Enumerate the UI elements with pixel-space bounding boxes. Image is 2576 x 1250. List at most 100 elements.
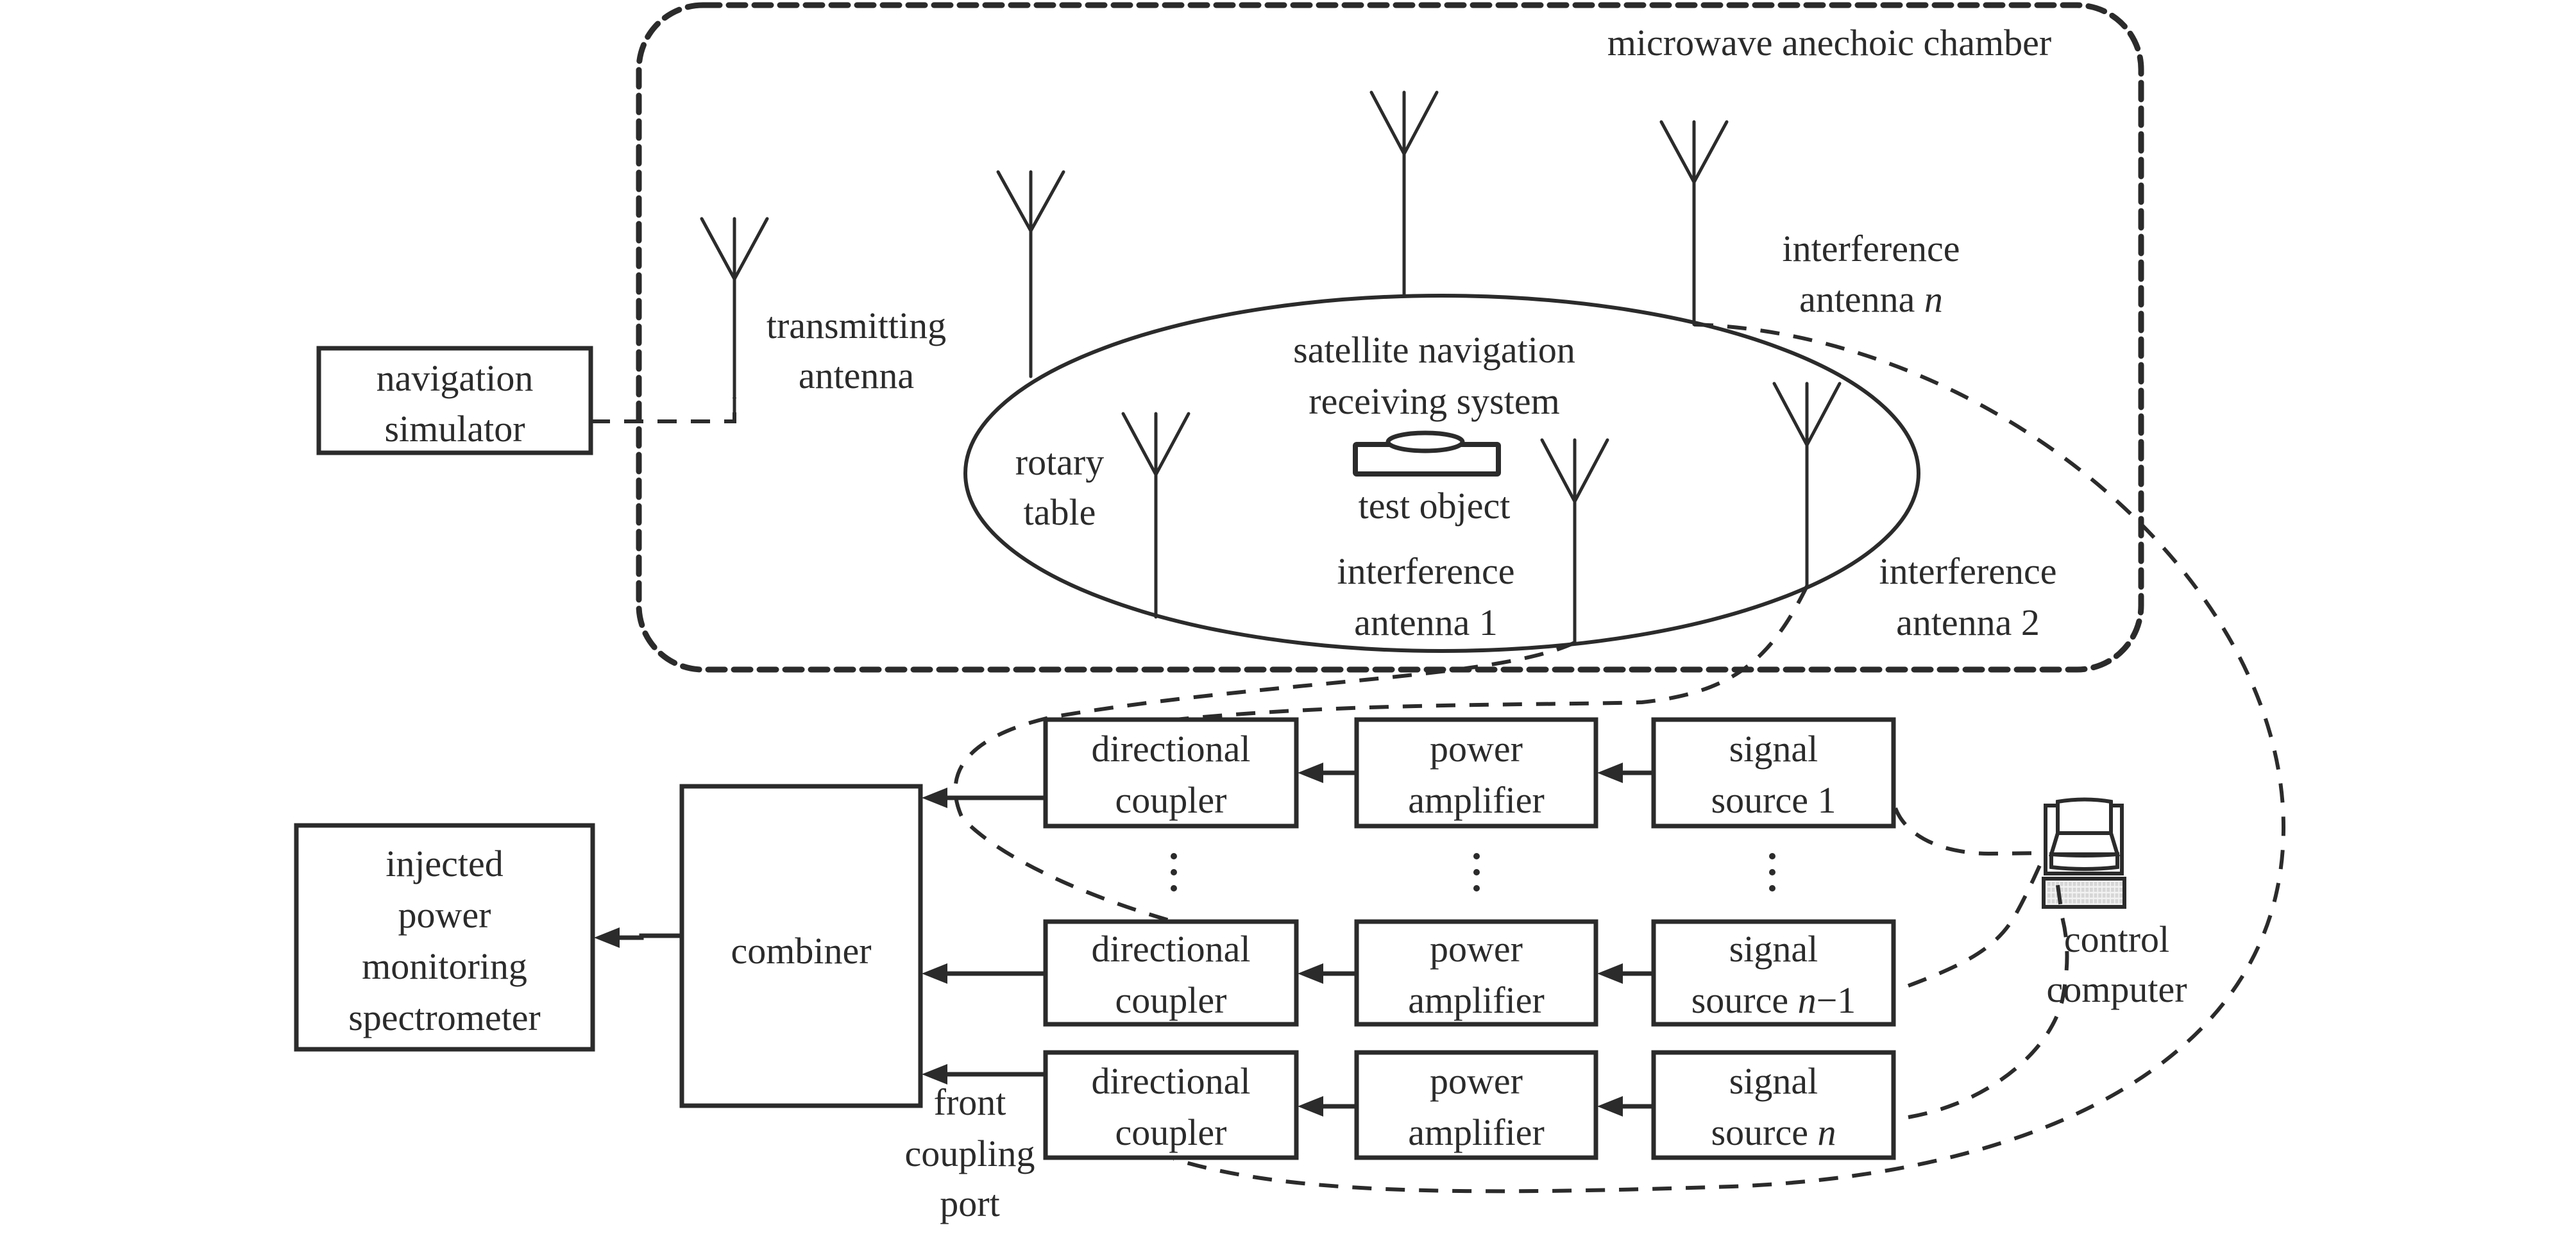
combiner-box[interactable] xyxy=(679,784,923,1108)
power-amplifier-label-line1: power xyxy=(1430,928,1523,970)
directional-coupler-box[interactable] xyxy=(1043,717,1299,829)
signal-source-box[interactable] xyxy=(1651,919,1896,1027)
signal-source[interactable]: signal source 1 xyxy=(1651,717,1896,829)
interference-antenna-1-label-line1: interference xyxy=(1337,550,1515,592)
signal-source-label-part: 1 xyxy=(1817,779,1836,821)
signal-source-label-line1: signal xyxy=(1729,728,1818,770)
combiner[interactable]: combiner xyxy=(679,784,923,1108)
signal-source-box[interactable] xyxy=(1651,1050,1896,1160)
power-amplifier-label-line2: amplifier xyxy=(1408,1111,1545,1153)
chamber-label: microwave anechoic chamber xyxy=(1607,22,2051,63)
directional-coupler-box[interactable] xyxy=(1043,1050,1299,1160)
arrow-coupler-to-combiner xyxy=(922,788,1046,808)
navigation-simulator-box[interactable] xyxy=(316,346,593,455)
power-amplifier-label-line2: amplifier xyxy=(1408,979,1545,1021)
anechoic-chamber-boundary xyxy=(636,2,2144,673)
signal-source-label-line2: source n xyxy=(1711,1111,1836,1153)
signal-source-label-part: −1 xyxy=(1817,979,1856,1021)
test-object-icon xyxy=(1353,430,1501,477)
link-source-n-to-computer xyxy=(1908,884,2069,1119)
control-computer-label-line1: control xyxy=(2064,918,2169,960)
control-computer-label-line2: computer xyxy=(2046,968,2187,1010)
signal-source-label-line1: signal xyxy=(1729,928,1818,970)
power-amplifier[interactable]: power amplifier xyxy=(1354,717,1598,829)
signal-source-label-part: source xyxy=(1711,1111,1818,1153)
signal-source-label-part: n xyxy=(1798,979,1817,1021)
interference-antenna-n-prefix: antenna xyxy=(1799,278,1924,320)
power-amplifier-label-line1: power xyxy=(1430,728,1523,770)
signal-source-label-line2: source 1 xyxy=(1711,779,1836,821)
signal-source-label-part: source xyxy=(1711,779,1818,821)
signal-source-label-line1: signal xyxy=(1729,1060,1818,1102)
interference-antenna-2-label-line1: interference xyxy=(1879,550,2057,592)
rotary-table-label-line2: table xyxy=(1024,491,1096,533)
front-coupling-port-label-line1: front xyxy=(934,1081,1006,1123)
spectrometer[interactable]: injected power monitoring spectrometer xyxy=(294,823,595,1052)
power-amplifier[interactable]: power amplifier xyxy=(1354,1050,1598,1160)
signal-source-label-part: n xyxy=(1817,1111,1836,1153)
interference-antenna-2-icon xyxy=(1772,382,1842,588)
link-antenna-n-to-coupler-n xyxy=(1173,323,2286,1194)
signal-source-label-part: source xyxy=(1691,979,1798,1021)
interference-antenna-n-icon xyxy=(1659,120,1729,326)
interference-antenna-1-icon xyxy=(1540,438,1609,645)
front-coupling-port-label-line3: port xyxy=(940,1183,999,1224)
signal-arrows xyxy=(594,763,1654,1117)
ellipsis-icon xyxy=(1473,853,1480,891)
arrow-source-to-amplifier xyxy=(1597,1096,1654,1117)
interference-antenna-n-label-line1: interference xyxy=(1783,228,1960,269)
interference-antenna-1-label-line2: antenna 1 xyxy=(1354,602,1498,643)
antennas xyxy=(700,90,1842,645)
directional-coupler-label-line1: directional xyxy=(1091,728,1250,770)
test-object-label: test object xyxy=(1359,485,1511,527)
directional-coupler[interactable]: directional coupler xyxy=(1043,1050,1299,1160)
receiving-system-label-line2: receiving system xyxy=(1309,380,1559,422)
power-amplifier-box[interactable] xyxy=(1354,919,1598,1027)
combiner-label: combiner xyxy=(731,930,871,972)
directional-coupler-label-line2: coupler xyxy=(1115,1111,1227,1153)
signal-chains: directional coupler power amplifier signal so… xyxy=(1043,717,1896,1160)
link-source-1-to-computer xyxy=(1894,807,2046,856)
spectrometer-box[interactable] xyxy=(294,823,595,1052)
link-antenna-2-to-coupler-1 xyxy=(1175,585,1809,722)
arrow-combiner-to-spectrometer xyxy=(594,927,682,948)
interference-antenna-2-label-line2: antenna 2 xyxy=(1896,602,2040,643)
ellipsis-icon xyxy=(1769,853,1775,891)
signal-source[interactable]: signal source n−1 xyxy=(1651,919,1896,1027)
power-amplifier[interactable]: power amplifier xyxy=(1354,919,1598,1027)
receiving-system-label-line1: satellite navigation xyxy=(1293,329,1575,371)
directional-coupler-label-line1: directional xyxy=(1091,1060,1250,1102)
transmitting-antenna-icon xyxy=(700,217,769,423)
transmitting-antenna-label-line1: transmitting xyxy=(767,305,946,346)
signal-chain-row: directional coupler power amplifier signal so… xyxy=(1043,1050,1896,1160)
arrow-coupler-to-combiner xyxy=(922,963,1046,984)
spectrometer-label-line4: spectrometer xyxy=(348,997,541,1038)
power-amplifier-label-line2: amplifier xyxy=(1408,779,1545,821)
front-coupling-port-label-line2: coupling xyxy=(905,1133,1035,1174)
navigation-simulator-label-line2: simulator xyxy=(384,408,525,450)
power-amplifier-box[interactable] xyxy=(1354,1050,1598,1160)
arrow-amplifier-to-coupler xyxy=(1298,763,1357,783)
power-amplifier-label-line1: power xyxy=(1430,1060,1523,1102)
signal-source[interactable]: signal source n xyxy=(1651,1050,1896,1160)
spectrometer-label-line3: monitoring xyxy=(362,945,527,987)
arrow-amplifier-to-coupler xyxy=(1298,1096,1357,1117)
spectrometer-label-line2: power xyxy=(398,894,491,936)
arrow-source-to-amplifier xyxy=(1597,763,1654,783)
signal-source-label-line2: source n−1 xyxy=(1691,979,1856,1021)
interference-antenna-n-label-line2: antenna n xyxy=(1799,278,1943,320)
arrow-source-to-amplifier xyxy=(1597,963,1654,984)
navigation-simulator[interactable]: navigation simulator xyxy=(316,346,593,455)
interference-antenna-n-var: n xyxy=(1924,278,1943,320)
link-antenna-1-to-coupler-n-minus-1 xyxy=(953,641,1576,924)
directional-coupler-label-line2: coupler xyxy=(1115,979,1227,1021)
link-source-n-minus-1-to-computer xyxy=(1907,853,2047,988)
control-computer-icon[interactable] xyxy=(2042,797,2126,909)
transmitting-antenna-label-line2: antenna xyxy=(799,355,914,396)
signal-source-box[interactable] xyxy=(1651,717,1896,829)
